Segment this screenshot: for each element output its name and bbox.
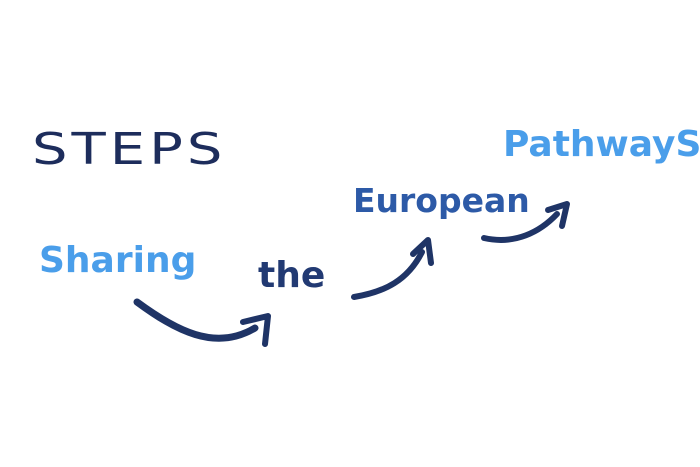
curved-arrow-icon — [133, 298, 271, 347]
steps-title: STEPS — [32, 124, 227, 175]
curved-arrow-icon — [351, 237, 434, 300]
word-sharing: Sharing — [39, 240, 197, 281]
curved-arrow-icon — [481, 201, 570, 243]
word-the: the — [258, 255, 326, 296]
word-pathways: PathwayS — [503, 124, 700, 165]
word-european: European — [353, 181, 530, 220]
